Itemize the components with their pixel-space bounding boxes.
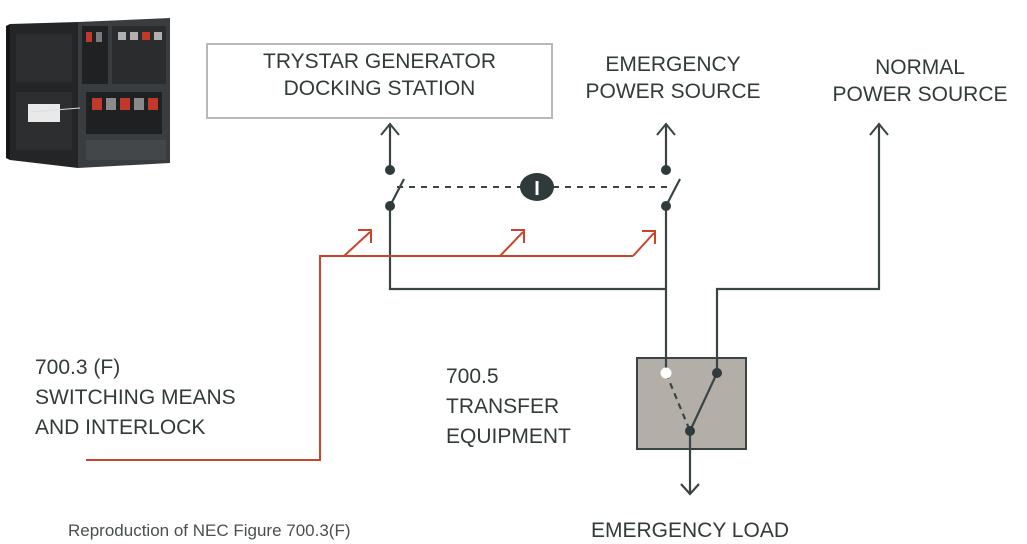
svg-text:I: I <box>534 178 540 200</box>
transfer-switch-blade <box>689 372 718 432</box>
emergency-load-label: EMERGENCY LOAD <box>591 519 789 542</box>
docking-station-box <box>206 43 553 119</box>
terminal-dots <box>385 165 722 436</box>
switching-means-label: 700.3 (F) SWITCHING MEANS AND INTERLOCK <box>35 356 236 439</box>
interlock-symbol: I <box>520 173 554 201</box>
emergency-switch-blade <box>665 178 681 207</box>
normal-power-source-label: NORMAL POWER SOURCE <box>832 56 1008 106</box>
docking-switch-blade <box>389 178 405 207</box>
transfer-equipment-box <box>636 357 747 450</box>
docking-loop-wire <box>388 206 666 291</box>
emergency-power-source-label: EMERGENCY POWER SOURCE <box>585 53 761 103</box>
transfer-open-contact <box>660 367 672 379</box>
figure-caption: Reproduction of NEC Figure 700.3(F) <box>68 521 351 540</box>
transfer-equipment-label: 700.5 TRANSFER EQUIPMENT <box>446 365 571 448</box>
wiring <box>380 122 889 496</box>
normal-source-wire <box>715 122 889 373</box>
switching-means-callout <box>86 229 656 461</box>
docking-station-cabinet-icon <box>6 18 170 168</box>
docking-station-label: TRYSTAR GENERATOR DOCKING STATION <box>263 50 496 100</box>
